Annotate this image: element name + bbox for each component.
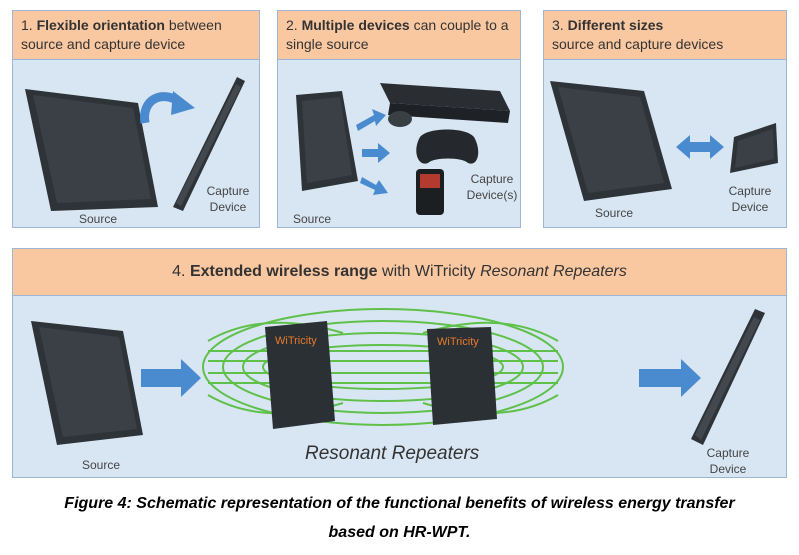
capture-label: Capture Device [706, 446, 750, 476]
source-label: Source [292, 212, 332, 226]
capture-tablet-icon [173, 77, 245, 211]
panel-number: 3. [552, 17, 564, 33]
capture-label: Capture Device [728, 184, 772, 214]
panel-heading: 1. Flexible orientation between source a… [13, 11, 259, 60]
repeaters-label: Resonant Repeaters [305, 443, 480, 464]
keyboard-icon [380, 83, 510, 123]
panel-heading-bold: Multiple devices [301, 17, 410, 33]
panel-heading-mid: with WiTricity [377, 263, 481, 280]
capture-label: Capture Device(s) [466, 172, 518, 202]
arrow-right-icon [639, 359, 701, 397]
source-label: Source [594, 206, 634, 220]
panel-2-illustration [296, 83, 510, 215]
panel-heading-rest: between source and capture device [21, 17, 222, 52]
panel-heading-bold: Flexible orientation [36, 17, 165, 33]
panel-heading: 3. Different sizes source and capture de… [544, 11, 786, 60]
source-label: Source [78, 212, 118, 226]
double-arrow-icon [676, 135, 724, 159]
panel-heading-rest: source and capture devices [552, 36, 724, 52]
panel-multiple-devices: 2. Multiple devices can couple to a sing… [277, 10, 521, 228]
panel-heading-bold: Different sizes [567, 17, 664, 33]
arrow-right-icon [360, 177, 388, 195]
mouse-icon [388, 111, 412, 127]
arrow-right-icon [141, 359, 201, 397]
panel-3-illustration [550, 81, 778, 201]
panel-extended-range: 4. Extended wireless range with WiTricit… [12, 248, 787, 478]
figure-caption-line-2: based on HR-WPT. [328, 524, 471, 541]
repeater-left-icon: WiTricity [265, 321, 335, 429]
panel-different-sizes: 3. Different sizes source and capture de… [543, 10, 787, 228]
mobile-phone-icon [416, 169, 444, 215]
panel-heading-bold: Extended wireless range [189, 263, 378, 280]
repeater-brand: WiTricity [437, 336, 479, 348]
panel-number: 2. [286, 17, 298, 33]
curved-arrow-icon [140, 91, 195, 124]
arrow-right-icon [356, 109, 386, 131]
source-tablet-icon [296, 91, 358, 191]
source-label: Source [81, 458, 121, 472]
capture-label: Capture Device [206, 184, 250, 214]
panel-heading-italic: Resonant Repeaters [480, 263, 627, 280]
capture-tablet-icon [730, 123, 778, 173]
field-lines [202, 308, 564, 426]
panel-heading-rest: can couple to a single source [286, 17, 509, 52]
panel-4-illustration: WiTricity WiTricity [31, 308, 765, 445]
source-tablet-icon [550, 81, 672, 201]
repeater-brand: WiTricity [275, 335, 317, 347]
figure-caption-line-1: Figure 4: Schematic representation of th… [64, 495, 735, 512]
panel-heading: 4. Extended wireless range with WiTricit… [13, 249, 786, 296]
capture-tablet-icon [691, 309, 765, 445]
panel-number: 1. [21, 17, 33, 33]
repeater-right-icon: WiTricity [427, 327, 497, 425]
panel-number: 4. [172, 263, 186, 280]
gamepad-icon [416, 129, 479, 164]
source-tablet-icon [31, 321, 143, 445]
panel-flexible-orientation: 1. Flexible orientation between source a… [12, 10, 260, 228]
panel-heading: 2. Multiple devices can couple to a sing… [278, 11, 520, 60]
arrow-right-icon [362, 143, 390, 163]
panel-1-illustration [25, 77, 245, 211]
source-tablet-icon [25, 89, 158, 211]
